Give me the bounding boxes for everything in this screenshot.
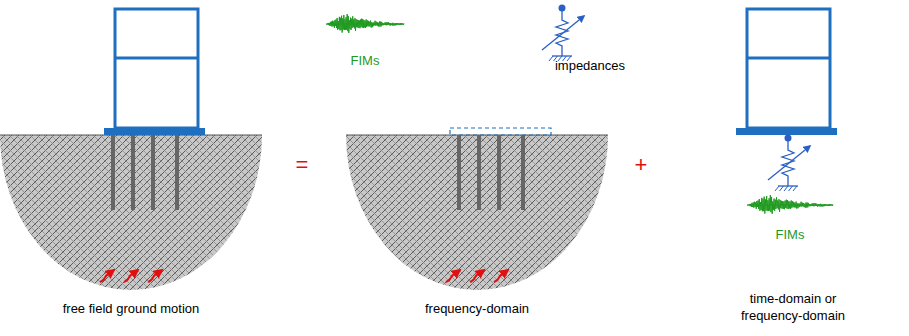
variable-arrow (768, 146, 810, 180)
operator-sign: = (287, 152, 317, 178)
caption-label: FIMs (760, 226, 820, 243)
wave-arrow (470, 270, 484, 282)
building-frame (104, 9, 205, 135)
spring (556, 8, 568, 56)
seismogram (326, 14, 404, 33)
piles (111, 135, 179, 210)
impedance-symbol (768, 135, 810, 192)
spring (782, 138, 794, 186)
support-hatch (784, 186, 788, 191)
soil-halfspace (346, 135, 608, 290)
support-hatch (789, 186, 793, 191)
caption-label: impedances (545, 57, 635, 74)
wave-arrow (446, 270, 460, 282)
seismogram-trace (747, 195, 833, 214)
support-hatch (549, 56, 553, 61)
massless-foundation (450, 128, 551, 135)
wave-arrow (124, 270, 138, 282)
incident-waves (446, 270, 508, 282)
variable-arrow (542, 16, 584, 50)
caption-label: frequency-domain (397, 300, 557, 317)
wave-arrow (494, 270, 508, 282)
incident-waves (100, 270, 162, 282)
piles (457, 135, 525, 210)
seismogram-trace (326, 14, 404, 33)
support-hatch (780, 186, 784, 191)
support-hatch (775, 186, 779, 191)
caption-label: FIMs (335, 52, 395, 69)
operator-sign: + (626, 152, 656, 178)
soil-halfspace (0, 135, 262, 290)
seismogram-axis (326, 24, 404, 25)
building-frame (736, 9, 837, 135)
caption-label: time-domain or frequency-domain (727, 290, 859, 324)
support-hatch (793, 186, 797, 191)
seismogram (747, 195, 833, 214)
caption-label: free field ground motion (41, 300, 221, 317)
node-dot (785, 135, 792, 142)
seismogram-axis (747, 205, 833, 206)
node-dot (559, 5, 566, 12)
impedance-symbol (542, 5, 584, 62)
wave-arrow (100, 270, 114, 282)
wave-arrow (148, 270, 162, 282)
